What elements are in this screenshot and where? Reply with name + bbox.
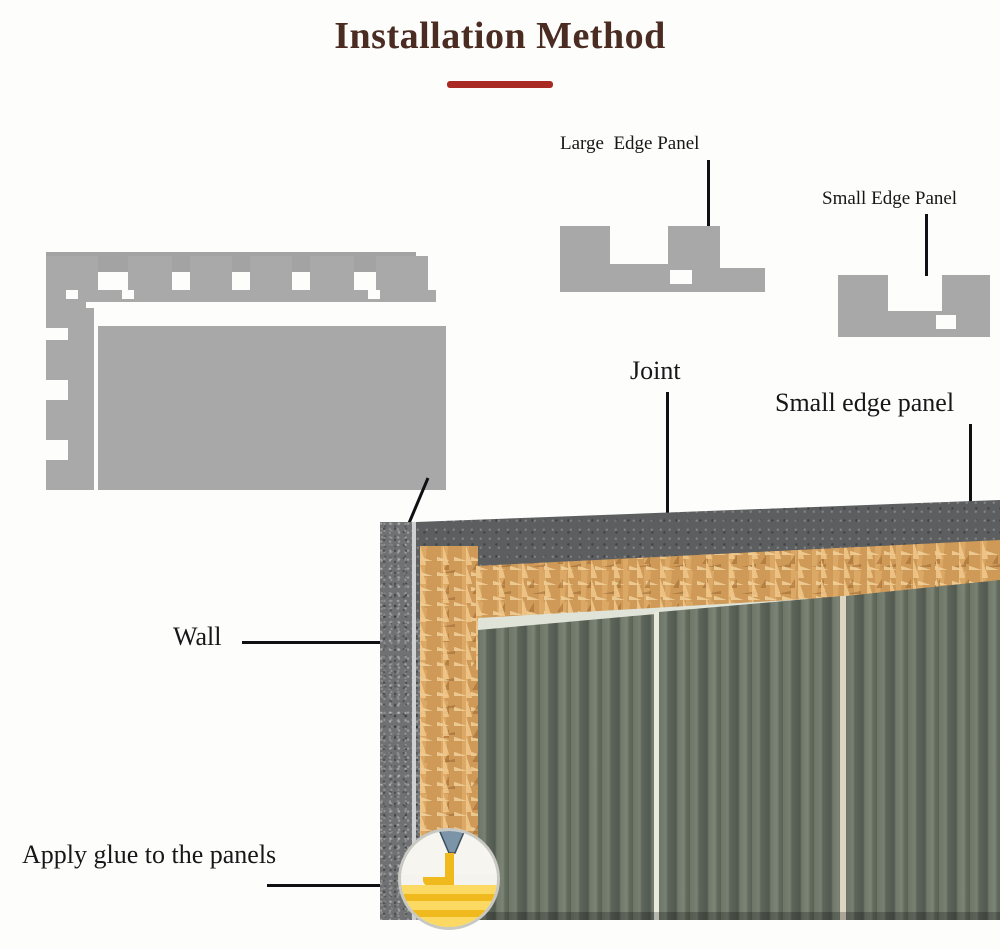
label-small-edge-panel-main: Small edge panel xyxy=(775,388,955,417)
wall-face-seam xyxy=(412,522,416,920)
leader-line-joint xyxy=(666,392,669,590)
glue-stream-bend xyxy=(423,877,454,886)
slat-panel-group-1 xyxy=(478,614,656,920)
glue-stream xyxy=(445,853,454,885)
wall-assembly-cutaway xyxy=(380,500,1000,930)
glue-application-detail-inset xyxy=(398,828,500,930)
leader-line-large-edge-panel xyxy=(707,160,710,228)
panel-joint-seam-1 xyxy=(654,612,659,920)
panel-joint-seam-2 xyxy=(840,596,846,920)
slat-panel-group-3 xyxy=(846,580,1000,920)
glue-nozzle-icon xyxy=(435,831,469,859)
label-small-edge-panel-top: Small Edge Panel xyxy=(822,188,958,209)
slat-bottom-shadow xyxy=(478,912,1000,920)
label-large-edge-panel: Large Edge Panel xyxy=(560,133,700,154)
leader-line-apply-glue xyxy=(267,884,415,887)
slat-panel-group-2 xyxy=(659,596,842,920)
page-title: Installation Method xyxy=(334,15,666,57)
exploded-slat-panel-illustration xyxy=(46,252,450,492)
label-apply-glue: Apply glue to the panels xyxy=(22,840,277,869)
title-underline-accent xyxy=(447,81,553,88)
small-edge-panel-profile xyxy=(838,275,990,343)
leader-line-small-edge-panel-top xyxy=(925,214,928,276)
label-wall: Wall xyxy=(173,622,222,651)
leader-line-wall xyxy=(242,641,425,644)
large-edge-panel-profile xyxy=(560,226,770,296)
label-joint: Joint xyxy=(630,356,681,385)
